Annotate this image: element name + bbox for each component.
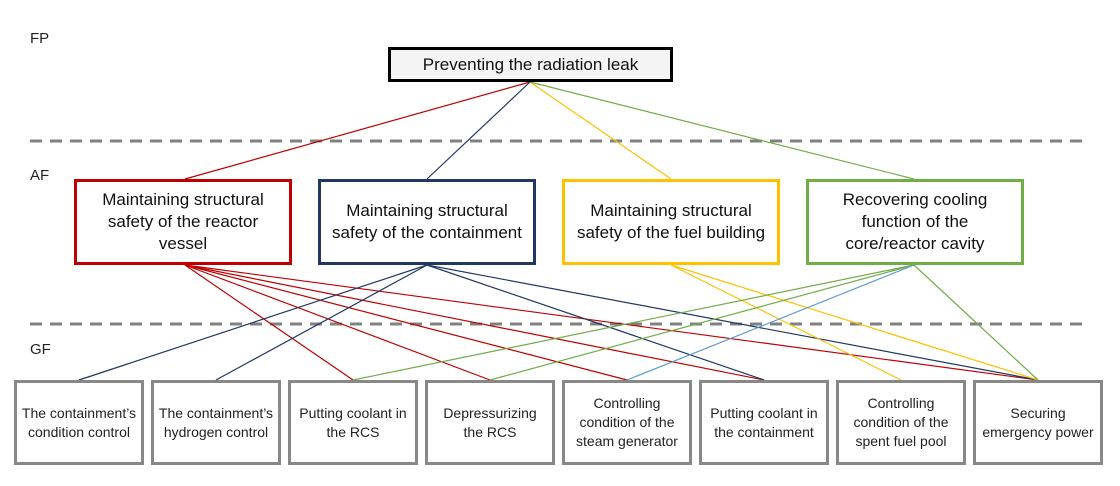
af-node-core-cooling: Recovering cooling function of the core/… — [806, 179, 1024, 265]
af-node-fuel-building: Maintaining structural safety of the fue… — [562, 179, 780, 265]
edge-af2-gf1 — [78, 264, 428, 381]
gf-node-coolant-rcs: Putting coolant in the RCS — [288, 380, 418, 465]
af-node-label: Maintaining structural safety of the fue… — [576, 201, 766, 242]
edge-fp-af4 — [529, 81, 915, 180]
gf-node-label: Depressurizing the RCS — [443, 404, 537, 440]
fp-node: Preventing the radiation leak — [388, 47, 673, 82]
edge-af4-gf3 — [352, 264, 915, 381]
gf-node-label: Controlling condition of the steam gener… — [576, 395, 678, 449]
gf-node-label: The containment’s hydrogen control — [158, 404, 274, 440]
edge-fp-af2 — [426, 81, 531, 180]
gf-node-emergency-power: Securing emergency power — [973, 380, 1103, 465]
edge-af4-gf4 — [489, 264, 915, 381]
edge-af3-gf8 — [670, 264, 1039, 381]
edge-af2-gf6 — [426, 264, 765, 381]
af-node-label: Maintaining structural safety of the rea… — [102, 190, 264, 253]
af-node-reactor-vessel: Maintaining structural safety of the rea… — [74, 179, 292, 265]
gf-node-steam-generator: Controlling condition of the steam gener… — [562, 380, 692, 465]
af-node-containment: Maintaining structural safety of the con… — [318, 179, 536, 265]
gf-node-label: Controlling condition of the spent fuel … — [853, 395, 949, 449]
gf-node-label: Putting coolant in the RCS — [299, 404, 407, 440]
gf-node-label: Putting coolant in the containment — [710, 404, 818, 440]
fp-node-label: Preventing the radiation leak — [422, 54, 639, 74]
af-node-label: Recovering cooling function of the core/… — [842, 190, 988, 253]
gf-node-label: Securing emergency power — [982, 404, 1094, 440]
edge-af1-gf8 — [184, 264, 1039, 381]
edge-af2-gf8 — [426, 264, 1039, 381]
edge-group — [78, 81, 1039, 381]
edge-af1-gf4 — [184, 264, 491, 381]
edge-af1-gf3 — [184, 264, 354, 381]
edge-af4-gf5 — [626, 264, 915, 381]
gf-node-label: The containment’s condition control — [21, 404, 137, 440]
gf-node-depressurizing-rcs: Depressurizing the RCS — [425, 380, 555, 465]
edge-af2-gf2 — [215, 264, 428, 381]
gf-node-spent-fuel-pool: Controlling condition of the spent fuel … — [836, 380, 966, 465]
level-label-fp: FP — [30, 30, 50, 47]
edge-af3-gf7 — [670, 264, 902, 381]
gf-node-coolant-containment: Putting coolant in the containment — [699, 380, 829, 465]
af-node-label: Maintaining structural safety of the con… — [332, 201, 522, 242]
edge-af1-gf6 — [184, 264, 765, 381]
edge-af4-gf8 — [913, 264, 1039, 381]
level-label-gf: GF — [30, 341, 51, 358]
gf-node-hydrogen-control: The containment’s hydrogen control — [151, 380, 281, 465]
edge-fp-af1 — [184, 81, 531, 180]
edge-af1-gf5 — [184, 264, 628, 381]
level-label-af: AF — [30, 167, 50, 184]
edge-fp-af3 — [529, 81, 672, 180]
gf-node-containment-condition: The containment’s condition control — [14, 380, 144, 465]
